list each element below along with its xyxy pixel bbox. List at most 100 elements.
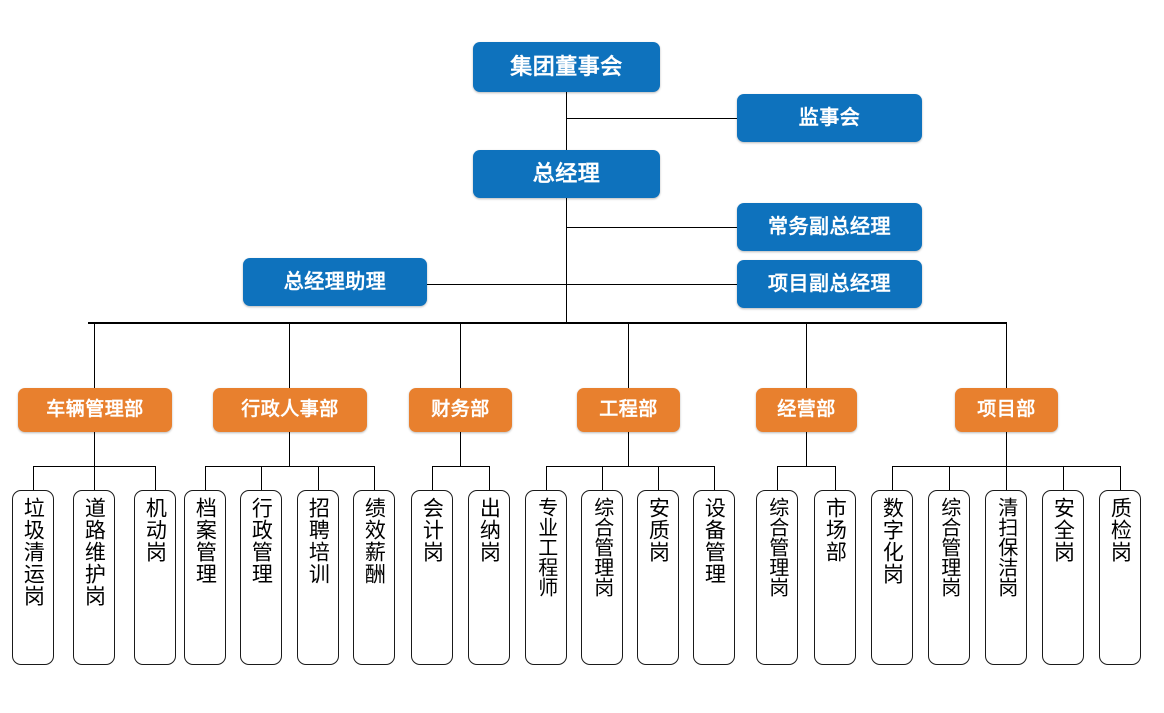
connector-gm-to-project-deputy xyxy=(566,284,737,285)
leaf-position-box[interactable]: 市场部 xyxy=(814,490,856,665)
connector-dept-0-stem xyxy=(94,432,95,466)
connector-leaf-3-1 xyxy=(602,466,603,490)
node-department-label: 工程部 xyxy=(599,398,658,420)
connector-board-to-supervisory xyxy=(566,118,737,119)
leaf-position-label: 会计岗 xyxy=(420,497,445,563)
connector-drop-dept-1 xyxy=(289,323,290,388)
connector-leaf-5-2 xyxy=(1006,466,1007,490)
connector-drop-dept-3 xyxy=(628,323,629,388)
leaf-position-label: 安质岗 xyxy=(646,497,671,563)
connector-leaf-3-2 xyxy=(658,466,659,490)
leaf-position-label: 招聘培训 xyxy=(306,497,331,585)
connector-dept-4-stem xyxy=(806,432,807,466)
leaf-position-box[interactable]: 数字化岗 xyxy=(871,490,913,665)
leaf-position-label: 绩效薪酬 xyxy=(362,497,387,585)
leaf-position-box[interactable]: 综合管理岗 xyxy=(581,490,623,665)
node-general-manager-label: 总经理 xyxy=(532,160,601,186)
leaf-position-box[interactable]: 道路维护岗 xyxy=(73,490,115,665)
connector-leaf-2-0 xyxy=(432,466,433,490)
leaf-position-label: 档案管理 xyxy=(193,497,218,585)
connector-leaf-1-1 xyxy=(261,466,262,490)
leaf-position-box[interactable]: 会计岗 xyxy=(411,490,453,665)
leaf-position-label: 综合管理岗 xyxy=(590,497,615,597)
connector-dept-1-stem xyxy=(289,432,290,466)
leaf-position-box[interactable]: 质检岗 xyxy=(1099,490,1141,665)
node-gm-assistant[interactable]: 总经理助理 xyxy=(243,258,427,306)
connector-gm-to-assistant xyxy=(427,284,566,285)
leaf-position-label: 道路维护岗 xyxy=(82,497,107,607)
connector-dept-3-bus xyxy=(546,466,714,467)
node-department-vehicle-management[interactable]: 车辆管理部 xyxy=(18,388,172,432)
node-general-manager[interactable]: 总经理 xyxy=(473,150,660,198)
node-department-admin-hr[interactable]: 行政人事部 xyxy=(213,388,367,432)
leaf-position-label: 垃圾清运岗 xyxy=(21,497,46,607)
leaf-position-label: 质检岗 xyxy=(1108,497,1133,563)
node-department-finance[interactable]: 财务部 xyxy=(409,388,512,432)
leaf-position-box[interactable]: 档案管理 xyxy=(184,490,226,665)
leaf-position-box[interactable]: 综合管理岗 xyxy=(756,490,798,665)
leaf-position-label: 数字化岗 xyxy=(880,497,905,585)
node-group-board[interactable]: 集团董事会 xyxy=(473,42,660,92)
node-executive-deputy-gm[interactable]: 常务副总经理 xyxy=(737,203,922,251)
node-department-label: 财务部 xyxy=(431,398,490,420)
node-department-label: 项目部 xyxy=(977,398,1036,420)
leaf-position-label: 设备管理 xyxy=(702,497,727,585)
leaf-position-label: 市场部 xyxy=(823,497,848,563)
node-department-label: 行政人事部 xyxy=(241,398,339,420)
connector-drop-dept-5 xyxy=(1006,323,1007,388)
connector-leaf-4-1 xyxy=(835,466,836,490)
connector-drop-dept-0 xyxy=(94,323,95,388)
leaf-position-label: 清扫保洁岗 xyxy=(994,497,1019,597)
connector-board-to-gm xyxy=(566,92,567,150)
node-supervisory-board[interactable]: 监事会 xyxy=(737,94,922,142)
leaf-position-label: 综合管理岗 xyxy=(765,497,790,597)
connector-dept-3-stem xyxy=(628,432,629,466)
connector-leaf-5-0 xyxy=(892,466,893,490)
leaf-position-label: 行政管理 xyxy=(249,497,274,585)
connector-leaf-4-0 xyxy=(777,466,778,490)
leaf-position-box[interactable]: 绩效薪酬 xyxy=(353,490,395,665)
connector-leaf-0-2 xyxy=(155,466,156,490)
leaf-position-box[interactable]: 垃圾清运岗 xyxy=(12,490,54,665)
node-department-project[interactable]: 项目部 xyxy=(955,388,1058,432)
connector-dept-2-bus xyxy=(432,466,489,467)
connector-dept-1-bus xyxy=(205,466,375,467)
leaf-position-box[interactable]: 行政管理 xyxy=(240,490,282,665)
leaf-position-label: 出纳岗 xyxy=(477,497,502,563)
connector-drop-dept-2 xyxy=(460,323,461,388)
node-department-engineering[interactable]: 工程部 xyxy=(577,388,680,432)
node-department-label: 经营部 xyxy=(777,398,836,420)
leaf-position-box[interactable]: 专业工程师 xyxy=(525,490,567,665)
leaf-position-box[interactable]: 综合管理岗 xyxy=(928,490,970,665)
node-department-label: 车辆管理部 xyxy=(46,398,144,420)
leaf-position-box[interactable]: 招聘培训 xyxy=(297,490,339,665)
connector-dept-4-bus xyxy=(777,466,835,467)
connector-leaf-1-2 xyxy=(318,466,319,490)
leaf-position-box[interactable]: 设备管理 xyxy=(693,490,735,665)
leaf-position-label: 安全岗 xyxy=(1051,497,1076,563)
connector-leaf-0-1 xyxy=(94,466,95,490)
connector-leaf-3-0 xyxy=(546,466,547,490)
connector-leaf-2-1 xyxy=(489,466,490,490)
leaf-position-box[interactable]: 安全岗 xyxy=(1042,490,1084,665)
connector-leaf-1-3 xyxy=(374,466,375,490)
node-supervisory-board-label: 监事会 xyxy=(798,107,861,129)
leaf-position-box[interactable]: 出纳岗 xyxy=(468,490,510,665)
connector-drop-dept-4 xyxy=(806,323,807,388)
connector-leaf-5-3 xyxy=(1063,466,1064,490)
connector-leaf-1-0 xyxy=(205,466,206,490)
leaf-position-label: 专业工程师 xyxy=(534,497,559,597)
connector-leaf-3-3 xyxy=(714,466,715,490)
node-department-operations[interactable]: 经营部 xyxy=(756,388,857,432)
leaf-position-box[interactable]: 机动岗 xyxy=(134,490,176,665)
node-executive-deputy-gm-label: 常务副总经理 xyxy=(768,216,891,238)
connector-department-bus xyxy=(88,322,1007,324)
leaf-position-label: 综合管理岗 xyxy=(937,497,962,597)
leaf-position-box[interactable]: 安质岗 xyxy=(637,490,679,665)
node-project-deputy-gm[interactable]: 项目副总经理 xyxy=(737,260,922,308)
connector-gm-to-exec-deputy xyxy=(566,227,737,228)
connector-leaf-0-0 xyxy=(33,466,34,490)
connector-dept-5-stem xyxy=(1006,432,1007,466)
leaf-position-box[interactable]: 清扫保洁岗 xyxy=(985,490,1027,665)
